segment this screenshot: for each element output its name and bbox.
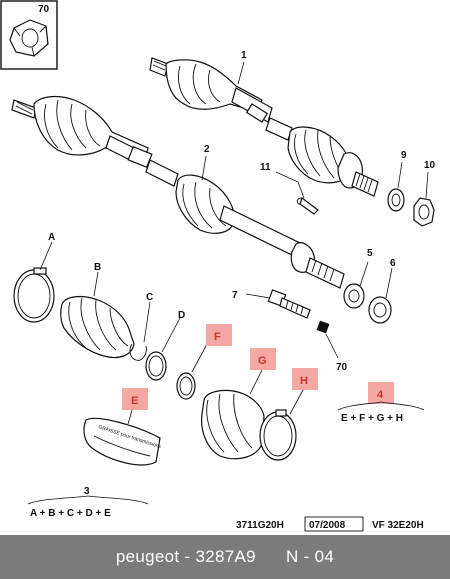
callout-3: 3 [84,486,90,497]
highlight-badges [122,324,394,410]
grease-bag: GRAISSE pour transmissions [83,409,162,466]
driveshaft-2 [11,95,345,289]
small-hardware-middle [245,261,393,359]
callout-F: F [214,331,221,343]
callout-G: G [258,355,267,367]
callout-C: C [146,292,153,303]
callout-10: 10 [424,160,436,171]
callout-11: 11 [260,162,271,173]
callout-B: B [94,262,101,273]
callout-H: H [300,375,308,387]
footer-brand: peugeot [115,547,180,566]
callout-4: 4 [377,389,384,401]
kit-4-formula: E + F + G + H [341,413,403,424]
footer-part-number: 3287A9 [195,547,256,566]
driveshaft-exploded-diagram: 70 [0,0,436,532]
callout-1: 1 [241,50,247,61]
footer-bar: peugeot - 3287A9 N - 04 [0,535,450,579]
badge-H [292,368,318,390]
ref-code: 3711G20H [236,520,284,531]
badge-E [122,388,148,410]
kit-3-formula: A + B + C + D + E [30,508,111,519]
callout-2: 2 [204,144,210,155]
callout-E: E [131,395,138,407]
callout-A: A [48,232,55,243]
callout-9: 9 [401,150,407,161]
callout-70-nut: 70 [336,362,348,373]
callout-70-inset: 70 [38,4,50,15]
kit-4-brace: E + F + G + H [337,401,425,424]
nut-inset: 70 [0,0,58,70]
badge-4 [368,382,394,404]
small-hardware-top [275,161,435,227]
boot-kit-wheel-side [13,241,181,381]
ref-date: 07/2008 [309,520,346,531]
callout-6: 6 [390,258,396,269]
boot-kit-gearbox-side [176,345,305,461]
kit-3-brace: 3 A + B + C + D + E [27,486,149,519]
ref-vf: VF 32E20H [372,520,424,531]
badge-G [250,348,276,370]
reference-codes: 3711G20H 07/2008 VF 32E20H [236,516,424,532]
badge-F [206,324,232,346]
driveshaft-1 [149,57,379,197]
callout-7: 7 [232,290,238,301]
callout-D: D [178,310,185,321]
footer-position: N - 04 [286,547,335,566]
callout-5: 5 [367,248,373,259]
